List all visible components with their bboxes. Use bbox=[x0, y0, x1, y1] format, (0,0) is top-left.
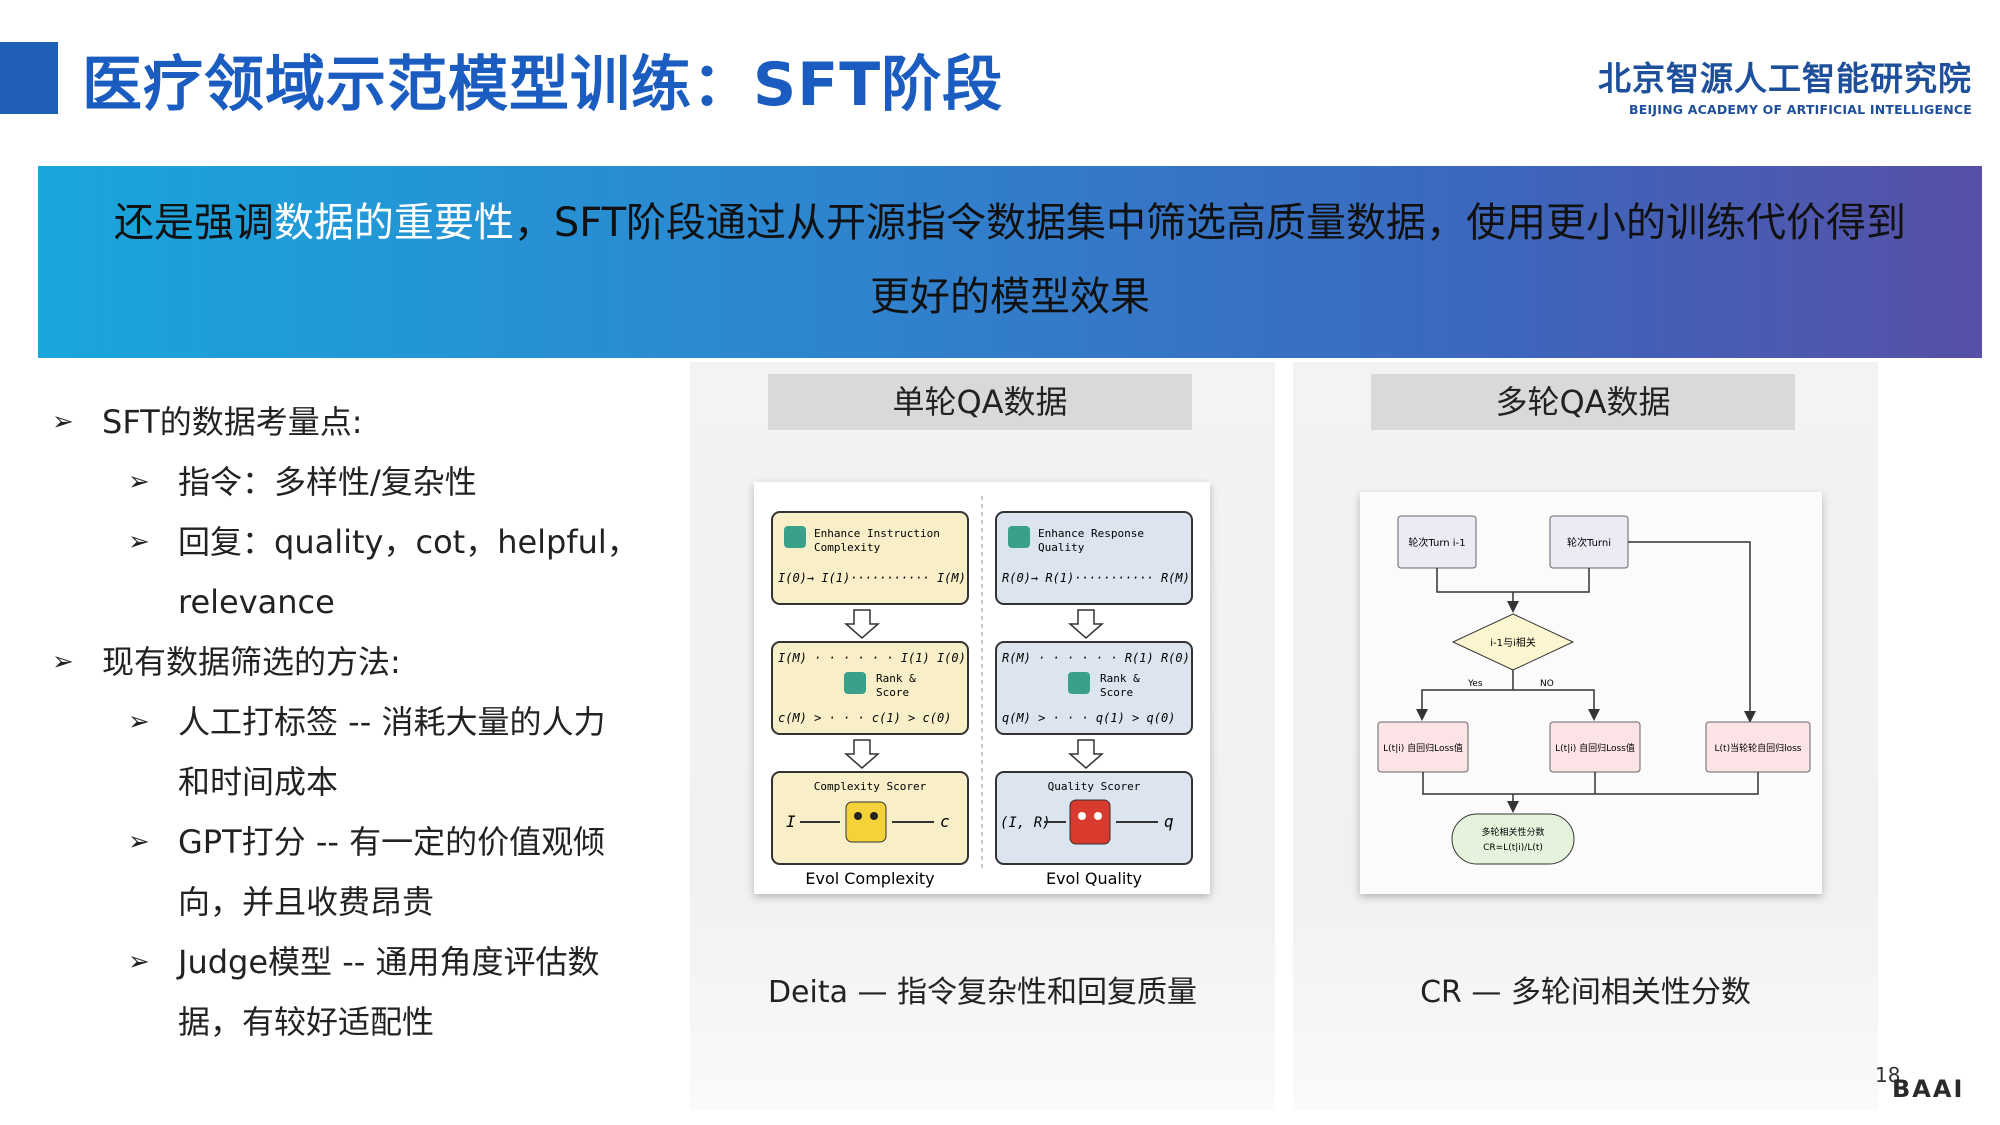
box-b-line1: Enhance Response bbox=[1038, 527, 1144, 540]
evol-quality-label: Evol Quality bbox=[1046, 869, 1142, 888]
deita-caption: Deita — 指令复杂性和回复质量 bbox=[767, 975, 1198, 1010]
scorer-output-a: c bbox=[940, 812, 950, 831]
multi-turn-panel: 多轮QA数据 轮次Turn i-1 轮次Turni i-1与i相关 Yes NO… bbox=[1293, 362, 1878, 1110]
cr-flowchart: 轮次Turn i-1 轮次Turni i-1与i相关 Yes NO L(t|i)… bbox=[1377, 515, 1811, 865]
bullet-item-continuation: 据，有较好适配性 bbox=[178, 1003, 435, 1041]
bullet-item-continuation: 向，并且收费昂贵 bbox=[178, 883, 435, 921]
enhance-response-box bbox=[995, 511, 1193, 605]
svg-text:轮次Turn i-1: 轮次Turn i-1 bbox=[1408, 536, 1465, 549]
page-title: 医疗领域示范模型训练：SFT阶段 bbox=[82, 50, 1004, 120]
bullet-item: ➢Judge模型 -- 通用角度评估数 bbox=[128, 932, 692, 992]
score-label: Score bbox=[876, 686, 909, 699]
logo-chinese-name: 北京智源人工智能研究院 bbox=[1598, 59, 1972, 98]
svg-text:CR=L(t|i)/L(t): CR=L(t|i)/L(t) bbox=[1483, 843, 1543, 853]
single-turn-panel: 单轮QA数据 Enhance Instruction Complexity I(… bbox=[690, 362, 1275, 1110]
banner-text-a: 还是强调 bbox=[113, 200, 274, 246]
bullet-item: ➢GPT打分 -- 有一定的价值观倾 bbox=[128, 812, 692, 872]
page-number: 18 bbox=[1875, 1063, 1901, 1087]
multi-turn-header: 多轮QA数据 bbox=[1371, 374, 1795, 430]
svg-text:Score: Score bbox=[1100, 686, 1133, 699]
down-arrow-icon bbox=[844, 609, 880, 639]
evol-complexity-label: Evol Complexity bbox=[805, 869, 934, 888]
openai-icon bbox=[784, 526, 806, 548]
box-b-line2: Quality bbox=[1038, 541, 1085, 554]
box-a-line1: Enhance Instruction bbox=[814, 527, 940, 540]
cr-caption: CR — 多轮间相关性分数 bbox=[1420, 975, 1751, 1010]
title-accent-bar bbox=[0, 42, 58, 114]
bullet-item-continuation: 和时间成本 bbox=[178, 763, 339, 801]
scorer-mascot-icon bbox=[1069, 799, 1111, 845]
bullet-heading-2: ➢现有数据筛选的方法: bbox=[52, 632, 692, 692]
banner-highlight: 数据的重要性 bbox=[273, 200, 514, 246]
down-arrow-icon bbox=[844, 739, 880, 769]
seq-b: R(0)→ R(1)··········· R(M) bbox=[1002, 571, 1190, 585]
cr-result-node bbox=[1451, 813, 1575, 865]
svg-text:R(M) · · · · · · R(1) R(0): R(M) · · · · · · R(1) R(0) bbox=[1002, 651, 1190, 665]
svg-text:L(t|i) 自回归Loss值: L(t|i) 自回归Loss值 bbox=[1383, 742, 1463, 754]
yes-label: Yes bbox=[1467, 679, 1483, 689]
svg-text:L(t)当轮轮自回归loss: L(t)当轮轮自回归loss bbox=[1715, 742, 1802, 754]
baai-logo: 北京智源人工智能研究院 BEIJING ACADEMY OF ARTIFICIA… bbox=[1598, 52, 1972, 117]
svg-text:轮次Turni: 轮次Turni bbox=[1567, 536, 1611, 549]
complexity-scorer-label: Complexity Scorer bbox=[814, 780, 927, 793]
openai-icon bbox=[1068, 672, 1090, 694]
enhance-instruction-box bbox=[771, 511, 969, 605]
openai-icon bbox=[1008, 526, 1030, 548]
banner-line-1: 还是强调数据的重要性，SFT阶段通过从开源指令数据集中筛选高质量数据，使用更小的… bbox=[38, 186, 1982, 260]
bullet-heading-1: ➢SFT的数据考量点: bbox=[52, 392, 692, 452]
scorer-mascot-icon bbox=[845, 801, 887, 843]
arrow-bullet-icon: ➢ bbox=[128, 707, 150, 737]
deita-diagram: Enhance Instruction Complexity I(0)→ I(1… bbox=[771, 496, 1193, 888]
down-arrow-icon bbox=[1068, 739, 1104, 769]
svg-text:q(M) > · · · q(1) > q(0): q(M) > · · · q(1) > q(0) bbox=[1002, 711, 1175, 725]
bullet-item: ➢指令：多样性/复杂性 bbox=[128, 452, 692, 512]
down-arrow-icon bbox=[1068, 609, 1104, 639]
single-turn-header: 单轮QA数据 bbox=[768, 374, 1192, 430]
scorer-input-a: I bbox=[786, 812, 796, 831]
arrow-bullet-icon: ➢ bbox=[128, 527, 150, 557]
bullet-item-continuation: relevance bbox=[178, 583, 335, 621]
scorer-output-b: q bbox=[1164, 812, 1174, 831]
no-label: NO bbox=[1540, 679, 1554, 689]
rank-box-a bbox=[771, 641, 969, 735]
arrow-bullet-icon: ➢ bbox=[128, 467, 150, 497]
arrow-bullet-icon: ➢ bbox=[128, 947, 150, 977]
svg-text:L(t|i) 自回归Loss值: L(t|i) 自回归Loss值 bbox=[1555, 742, 1635, 754]
banner-text-b: ，SFT阶段通过从开源指令数据集中筛选高质量数据，使用更小的训练代价得到 bbox=[513, 200, 1907, 246]
bullet-list: ➢SFT的数据考量点: ➢指令：多样性/复杂性 ➢回复：quality，cot，… bbox=[52, 392, 692, 1052]
deita-figure: Enhance Instruction Complexity I(0)→ I(1… bbox=[754, 482, 1210, 894]
svg-text:c(M) > · · · c(1) > c(0): c(M) > · · · c(1) > c(0) bbox=[778, 711, 951, 725]
rank-label: Rank & bbox=[876, 672, 916, 685]
rank-box-b bbox=[995, 641, 1193, 735]
box-a-line2: Complexity bbox=[814, 541, 881, 554]
svg-text:多轮相关性分数: 多轮相关性分数 bbox=[1481, 826, 1544, 838]
baai-footer-logo: BAAI bbox=[1892, 1075, 1965, 1103]
svg-text:I(M) · · · · · · I(1) I(0): I(M) · · · · · · I(1) I(0) bbox=[778, 651, 966, 665]
arrow-bullet-icon: ➢ bbox=[52, 407, 74, 437]
quality-scorer-label: Quality Scorer bbox=[1048, 780, 1141, 793]
openai-icon bbox=[844, 672, 866, 694]
cr-figure: 轮次Turn i-1 轮次Turni i-1与i相关 Yes NO L(t|i)… bbox=[1360, 492, 1822, 894]
svg-text:Rank &: Rank & bbox=[1100, 672, 1140, 685]
seq-a: I(0)→ I(1)··········· I(M) bbox=[778, 571, 966, 585]
scorer-input-b: (I, R) bbox=[1000, 815, 1051, 831]
svg-text:i-1与i相关: i-1与i相关 bbox=[1490, 636, 1536, 649]
summary-banner: 还是强调数据的重要性，SFT阶段通过从开源指令数据集中筛选高质量数据，使用更小的… bbox=[38, 166, 1982, 358]
banner-line-2: 更好的模型效果 bbox=[870, 274, 1150, 320]
bullet-item: ➢人工打标签 -- 消耗大量的人力 bbox=[128, 692, 692, 752]
arrow-bullet-icon: ➢ bbox=[52, 647, 74, 677]
bullet-item: ➢回复：quality，cot，helpful， bbox=[128, 512, 692, 572]
logo-english-name: BEIJING ACADEMY OF ARTIFICIAL INTELLIGEN… bbox=[1629, 102, 1972, 117]
arrow-bullet-icon: ➢ bbox=[128, 827, 150, 857]
